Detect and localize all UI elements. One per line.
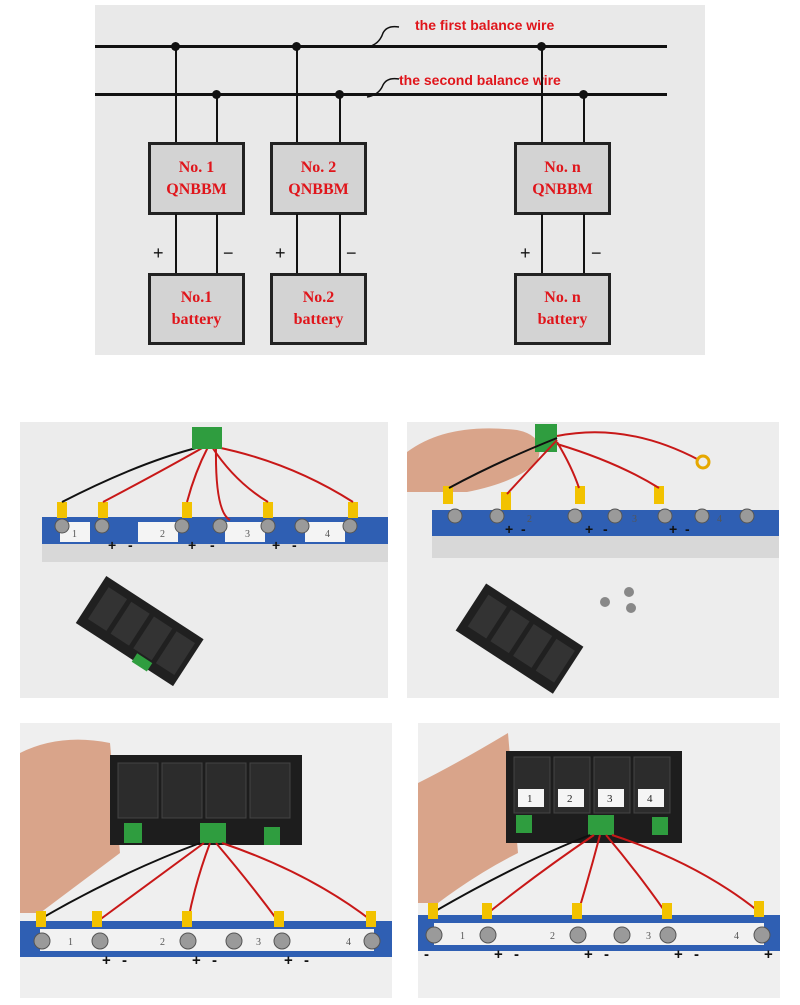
module-1-wire-b — [216, 94, 218, 144]
wire-label-leaders — [366, 25, 400, 98]
module-box-1: No. 1 QNBBM — [148, 142, 245, 215]
terminal-plus-label: + — [108, 537, 116, 553]
cell-number-label: 1 — [72, 529, 77, 540]
battery-2-positive-lead — [296, 214, 298, 276]
battery-1-positive-lead — [175, 214, 177, 276]
photo-hand-holding-connector: 2 3 4 + - + - + - — [407, 422, 779, 698]
terminal-plus-label: + — [505, 521, 513, 537]
battery-box-1: No.1 battery — [148, 273, 245, 345]
terminal-plus-label: + — [192, 952, 201, 969]
terminal-minus-label: - — [128, 537, 133, 553]
photo-battery-pack-wiring: 1 2 3 4 + - + - + - — [20, 422, 388, 698]
cell-number-label: 1 — [460, 931, 465, 942]
battery-1-negative-lead — [216, 214, 218, 276]
plus-sign: + — [520, 243, 531, 263]
photo-board-above-pack: 1 2 3 4 + - + - + - — [20, 723, 392, 998]
plus-sign: + — [153, 243, 164, 263]
terminal-plus-label: + — [102, 952, 111, 969]
battery-box-2: No.2 battery — [270, 273, 367, 345]
battery-1-number: No.1 — [180, 289, 213, 306]
cell-number-label: 4 — [734, 931, 739, 942]
second-balance-wire-label: the second balance wire — [399, 72, 561, 88]
minus-sign: − — [223, 243, 234, 263]
module-box-2: No. 2 QNBBM — [270, 142, 367, 215]
terminal-minus-label: - — [292, 537, 297, 553]
junction-node — [292, 42, 301, 51]
module-1-number: No. 1 — [178, 158, 215, 176]
module-1-wire-a — [175, 46, 177, 144]
junction-node — [335, 90, 344, 99]
cell-number-label: 4 — [346, 937, 351, 948]
cell-number-label: 3 — [632, 514, 637, 525]
terminal-plus-label: + — [284, 952, 293, 969]
terminal-minus-label: - — [685, 521, 690, 537]
channel-number-label: 3 — [607, 793, 613, 805]
terminal-minus-label: - — [424, 946, 429, 963]
terminal-plus-label: + — [188, 537, 196, 553]
terminal-plus-label: + — [494, 946, 503, 963]
terminal-minus-label: - — [514, 946, 519, 963]
cell-number-label: 2 — [550, 931, 555, 942]
cell-number-label: 1 — [68, 937, 73, 948]
battery-n-label: battery — [537, 311, 588, 328]
module-2-number: No. 2 — [300, 158, 337, 176]
cell-number-label: 2 — [160, 937, 165, 948]
battery-box-n: No. n battery — [514, 273, 611, 345]
channel-number-label: 4 — [647, 793, 653, 805]
battery-1-label: battery — [171, 311, 222, 328]
module-2-wire-b — [339, 94, 341, 144]
module-n-name: QNBBM — [532, 180, 593, 198]
second-balance-wire — [95, 93, 667, 96]
terminal-plus-label: + — [669, 521, 677, 537]
battery-2-negative-lead — [339, 214, 341, 276]
battery-n-number: No. n — [544, 289, 581, 306]
cell-number-label: 4 — [717, 514, 722, 525]
channel-number-label: 2 — [567, 793, 573, 805]
battery-2-label: battery — [293, 311, 344, 328]
minus-sign: − — [346, 243, 357, 263]
junction-node — [579, 90, 588, 99]
cell-number-label: 3 — [256, 937, 261, 948]
terminal-minus-label: - — [122, 952, 127, 969]
terminal-plus-label: + — [585, 521, 593, 537]
junction-node — [212, 90, 221, 99]
cell-number-label: 2 — [527, 514, 532, 525]
cell-number-label: 2 — [160, 529, 165, 540]
junction-node — [537, 42, 546, 51]
terminal-minus-label: - — [212, 952, 217, 969]
battery-2-number: No.2 — [302, 289, 335, 306]
terminal-minus-label: - — [603, 521, 608, 537]
first-balance-wire — [95, 45, 667, 48]
module-n-number: No. n — [544, 158, 581, 176]
plus-sign: + — [275, 243, 286, 263]
module-1-name: QNBBM — [166, 180, 227, 198]
terminal-minus-label: - — [210, 537, 215, 553]
cell-number-label: 3 — [245, 529, 250, 540]
photo-board-with-numbered-channels: 1 2 3 4 1 2 — [418, 723, 780, 998]
terminal-plus-label: + — [764, 946, 773, 963]
terminal-minus-label: - — [694, 946, 699, 963]
terminal-plus-label: + — [584, 946, 593, 963]
terminal-minus-label: - — [304, 952, 309, 969]
cell-number-label: 3 — [646, 931, 651, 942]
first-balance-wire-label: the first balance wire — [415, 17, 555, 33]
terminal-plus-label: + — [272, 537, 280, 553]
module-2-wire-a — [296, 46, 298, 144]
module-box-n: No. n QNBBM — [514, 142, 611, 215]
battery-n-positive-lead — [541, 214, 543, 276]
cell-number-label: 4 — [325, 529, 330, 540]
battery-n-negative-lead — [583, 214, 585, 276]
terminal-minus-label: - — [604, 946, 609, 963]
module-n-wire-a — [541, 46, 543, 144]
channel-number-label: 1 — [527, 793, 533, 805]
terminal-plus-label: + — [674, 946, 683, 963]
module-2-name: QNBBM — [288, 180, 349, 198]
terminal-minus-label: - — [521, 521, 526, 537]
module-n-wire-b — [583, 94, 585, 144]
junction-node — [171, 42, 180, 51]
minus-sign: − — [591, 243, 602, 263]
balance-wiring-diagram: the first balance wire the second balanc… — [95, 5, 705, 355]
